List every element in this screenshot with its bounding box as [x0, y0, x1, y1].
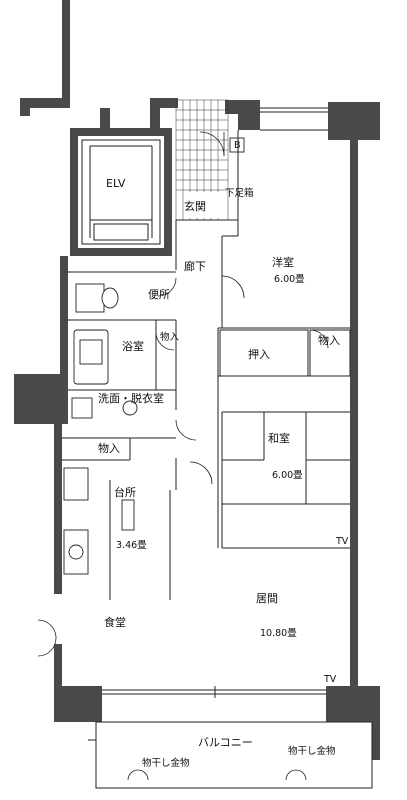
label-youshitsu-area: 6.00畳 — [274, 274, 305, 285]
label-ima: 居間 — [256, 592, 278, 605]
label-monoire-kitchen: 物入 — [98, 441, 120, 455]
label-laundry-right: 物干し金物 — [288, 745, 336, 757]
label-shoebox: 下足箱 — [225, 187, 254, 199]
label-oshiire: 押入 — [248, 347, 270, 361]
label-rouka: 廊下 — [184, 259, 206, 273]
label-shokudo: 食堂 — [104, 615, 126, 629]
label-youshitsu: 洋室 — [272, 255, 294, 269]
label-balcony: バルコニー — [198, 736, 253, 749]
fixtures — [63, 283, 171, 600]
label-monoire-closet: 物入 — [318, 333, 340, 347]
windows — [102, 107, 328, 698]
walls — [14, 0, 380, 760]
label-laundry-left: 物干し金物 — [142, 757, 190, 769]
entrance-tiles — [175, 99, 245, 221]
label-washitsu-area: 6.00畳 — [272, 470, 303, 481]
label-tv-ima: TV — [323, 674, 337, 685]
label-tv-washitsu: TV — [335, 536, 349, 547]
label-bath: 浴室 — [122, 339, 144, 353]
partitions — [62, 130, 351, 549]
balcony — [88, 721, 373, 789]
label-washroom: 洗面・脱衣室 — [98, 391, 164, 405]
label-genkan: 玄関 — [184, 199, 206, 213]
room-labels: ELV 玄関 下足箱 B 廊下 洋室 6.00畳 便所 物入 浴室 洗面・脱衣室… — [98, 140, 349, 769]
label-monoire-hall: 物入 — [160, 331, 180, 343]
elevator-shaft — [81, 139, 161, 245]
label-washitsu: 和室 — [268, 431, 290, 445]
label-kitchen: 台所 — [114, 485, 136, 499]
label-ima-area: 10.80畳 — [260, 628, 297, 639]
label-elv: ELV — [106, 177, 126, 190]
label-kitchen-area: 3.46畳 — [116, 540, 147, 551]
label-b: B — [234, 140, 241, 151]
door-swings — [37, 131, 329, 657]
label-toilet: 便所 — [148, 288, 170, 301]
